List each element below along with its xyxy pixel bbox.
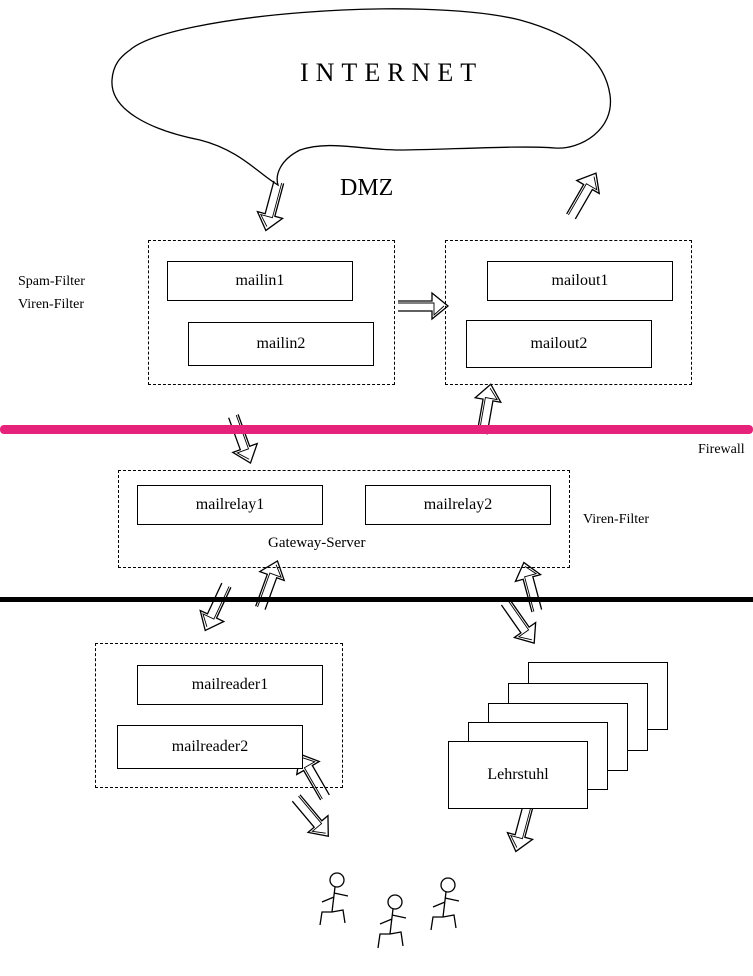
mailin2-label: mailin2 [256,335,306,352]
mailreader2-label: mailreader2 [171,738,249,755]
arrow-mailin-to-gateway [220,410,264,469]
internal-network-line [0,597,753,602]
mailout2-label: mailout2 [530,335,588,352]
mailrelay1-label: mailrelay1 [195,496,265,513]
mailin1-label: mailin1 [235,272,285,289]
dmz-label: DMZ [340,175,394,201]
mailout1-label: mailout1 [551,272,609,289]
mailin2-box: mailin2 [188,322,374,366]
mailrelay1-box: mailrelay1 [137,485,323,525]
gateway-server-label: Gateway-Server [268,535,366,551]
spam-filter-label: Spam-Filter [18,274,85,289]
mailreader-group [95,643,343,788]
arrow-gateway-to-mailreader [192,579,239,637]
gateway-group [118,470,570,568]
mailout-group [445,240,692,385]
arrow-mailin-to-mailout [397,292,449,320]
mailrelay2-label: mailrelay2 [423,496,493,513]
mailin1-box: mailin1 [167,261,353,301]
user-figure-3 [430,877,460,931]
firewall-label: Firewall [698,442,745,457]
arrow-mailreader-to-users [285,788,339,846]
mailout1-box: mailout1 [487,261,673,301]
mailreader1-label: mailreader1 [191,676,269,693]
mailreader1-box: mailreader1 [137,665,323,705]
firewall-line [0,425,753,434]
viren-filter-label-gateway: Viren-Filter [583,512,650,527]
lehrstuhl-box: Lehrstuhl [448,741,588,809]
mailrelay2-box: mailrelay2 [365,485,551,525]
arrow-internet-to-mailin [252,178,293,235]
arrow-mailout-to-internet [559,165,608,224]
mailout2-box: mailout2 [466,320,652,368]
mailreader2-box: mailreader2 [117,725,303,769]
lehrstuhl-label: Lehrstuhl [487,766,549,783]
user-figure-2 [377,894,407,949]
mailin-group [148,240,395,385]
arrow-gateway-to-lehrstuhl [494,594,546,652]
internet-label: INTERNET [300,58,484,87]
user-figure-1 [319,872,349,926]
viren-filter-label-dmz: Viren-Filter [18,297,85,312]
internet-cloud [111,8,612,187]
